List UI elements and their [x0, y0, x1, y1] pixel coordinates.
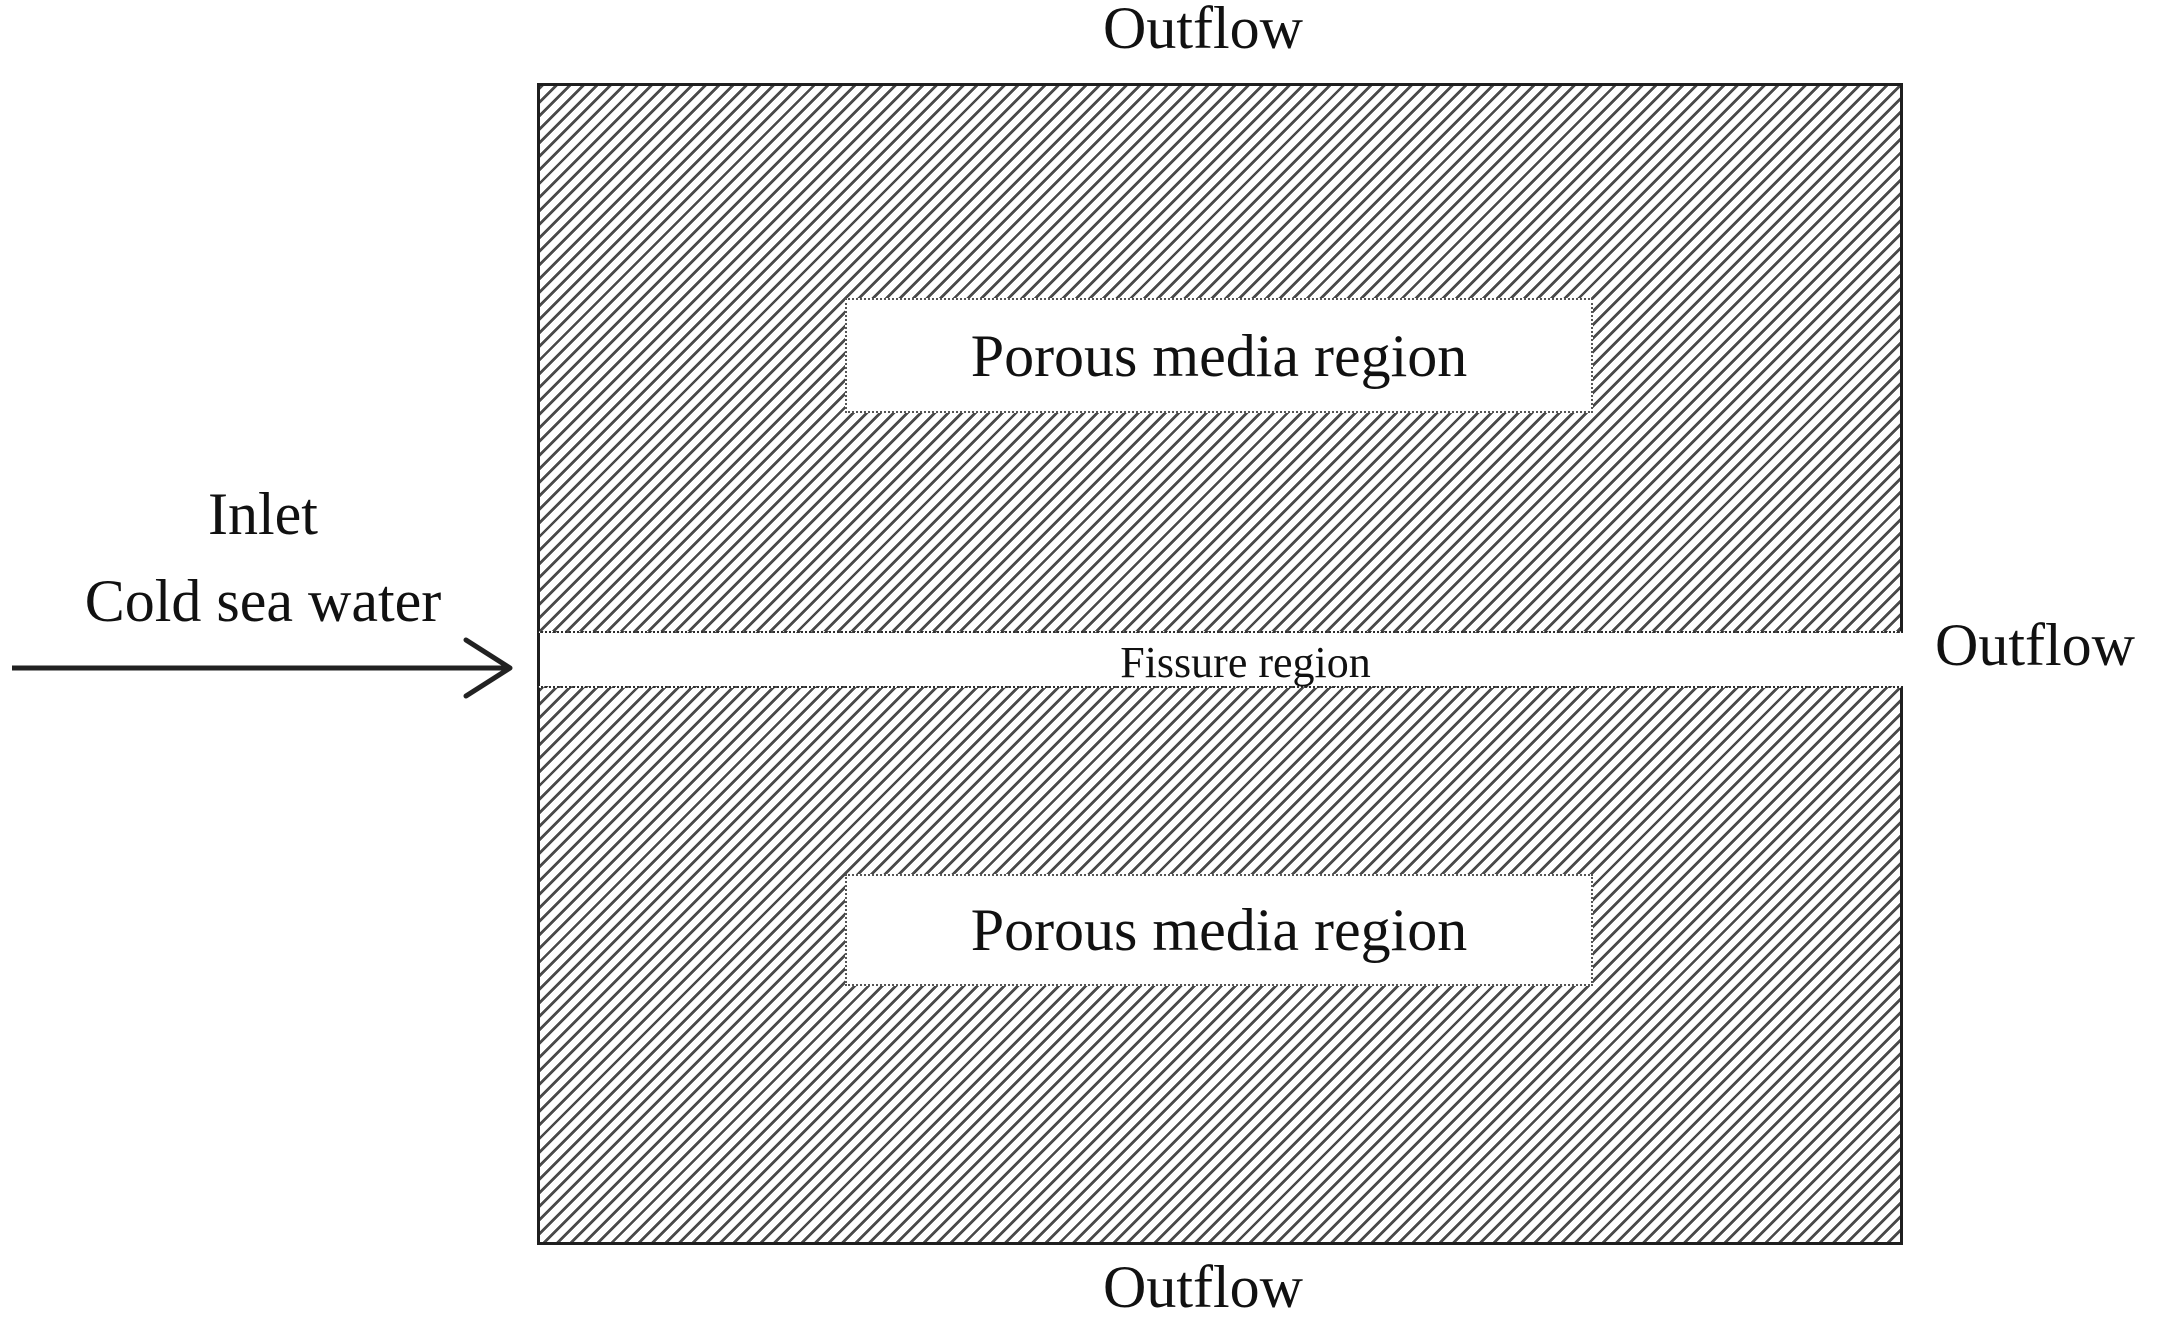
fissure-region-band: Fissure region	[537, 633, 1903, 686]
inlet-label-line2: Cold sea water	[84, 568, 442, 634]
outflow-label-top: Outflow	[1103, 0, 1303, 61]
inlet-label: Inlet Cold sea water	[28, 471, 498, 645]
porous-label-box-bottom: Porous media region	[845, 874, 1593, 986]
porous-media-label-top: Porous media region	[970, 322, 1468, 389]
outflow-label-bottom: Outflow	[1103, 1254, 1303, 1320]
porous-label-box-top: Porous media region	[845, 298, 1593, 413]
outflow-label-right: Outflow	[1935, 612, 2135, 678]
porous-media-label-bottom: Porous media region	[970, 897, 1468, 963]
fissure-region-label: Fissure region	[1120, 637, 1371, 687]
inlet-label-line1: Inlet	[208, 481, 318, 547]
inlet-flow-arrow-icon	[12, 637, 513, 699]
